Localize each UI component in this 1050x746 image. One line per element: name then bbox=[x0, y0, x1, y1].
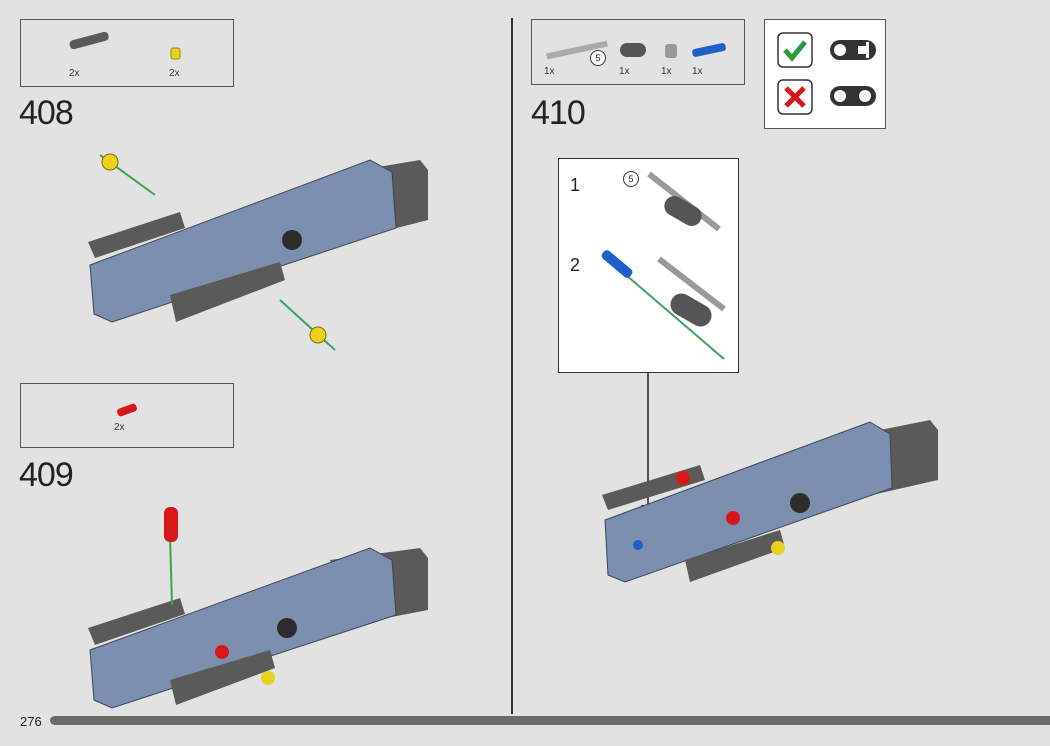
part-qty: 1x bbox=[661, 66, 672, 77]
cross-icon bbox=[777, 79, 813, 115]
parts-list-408: 2x 2x bbox=[20, 19, 234, 87]
parts-icons bbox=[69, 31, 181, 60]
liftarm-part-icon bbox=[69, 31, 109, 50]
step-number: 409 bbox=[19, 456, 74, 494]
part-qty: 2x bbox=[169, 68, 180, 79]
substep-number: 2 bbox=[570, 255, 581, 275]
liftarm-round-holes-icon bbox=[830, 86, 876, 106]
part-qty: 1x bbox=[692, 66, 703, 77]
progress-bar bbox=[50, 716, 1050, 725]
axle-length-badge: 5 bbox=[590, 50, 606, 66]
step-number: 410 bbox=[531, 94, 586, 132]
parts-icons bbox=[546, 40, 726, 60]
axle-length-badge: 5 bbox=[623, 171, 639, 187]
step-number: 408 bbox=[19, 94, 74, 132]
orientation-icons bbox=[777, 32, 876, 115]
model-408 bbox=[88, 153, 428, 351]
check-icon bbox=[777, 32, 813, 68]
liftarm-axle-hole-icon bbox=[830, 40, 876, 60]
part-qty: 1x bbox=[544, 66, 555, 77]
red-pin-part-icon bbox=[117, 403, 137, 417]
part-qty: 1x bbox=[619, 66, 630, 77]
orientation-check-box bbox=[764, 19, 886, 129]
callout-illustration bbox=[601, 171, 726, 360]
substep-number: 1 bbox=[570, 175, 581, 195]
part-qty: 2x bbox=[114, 422, 125, 433]
substep-callout: 1 2 5 bbox=[558, 158, 739, 373]
bushing-part-icon bbox=[170, 47, 181, 60]
part-qty: 2x bbox=[69, 68, 80, 79]
parts-list-410: 5 1x 1x 1x 1x bbox=[531, 19, 745, 85]
build-illustration bbox=[88, 153, 428, 709]
parts-list-409: 2x bbox=[20, 383, 234, 448]
model-409 bbox=[88, 507, 428, 709]
page-number: 276 bbox=[20, 714, 42, 729]
column-divider bbox=[511, 18, 513, 714]
